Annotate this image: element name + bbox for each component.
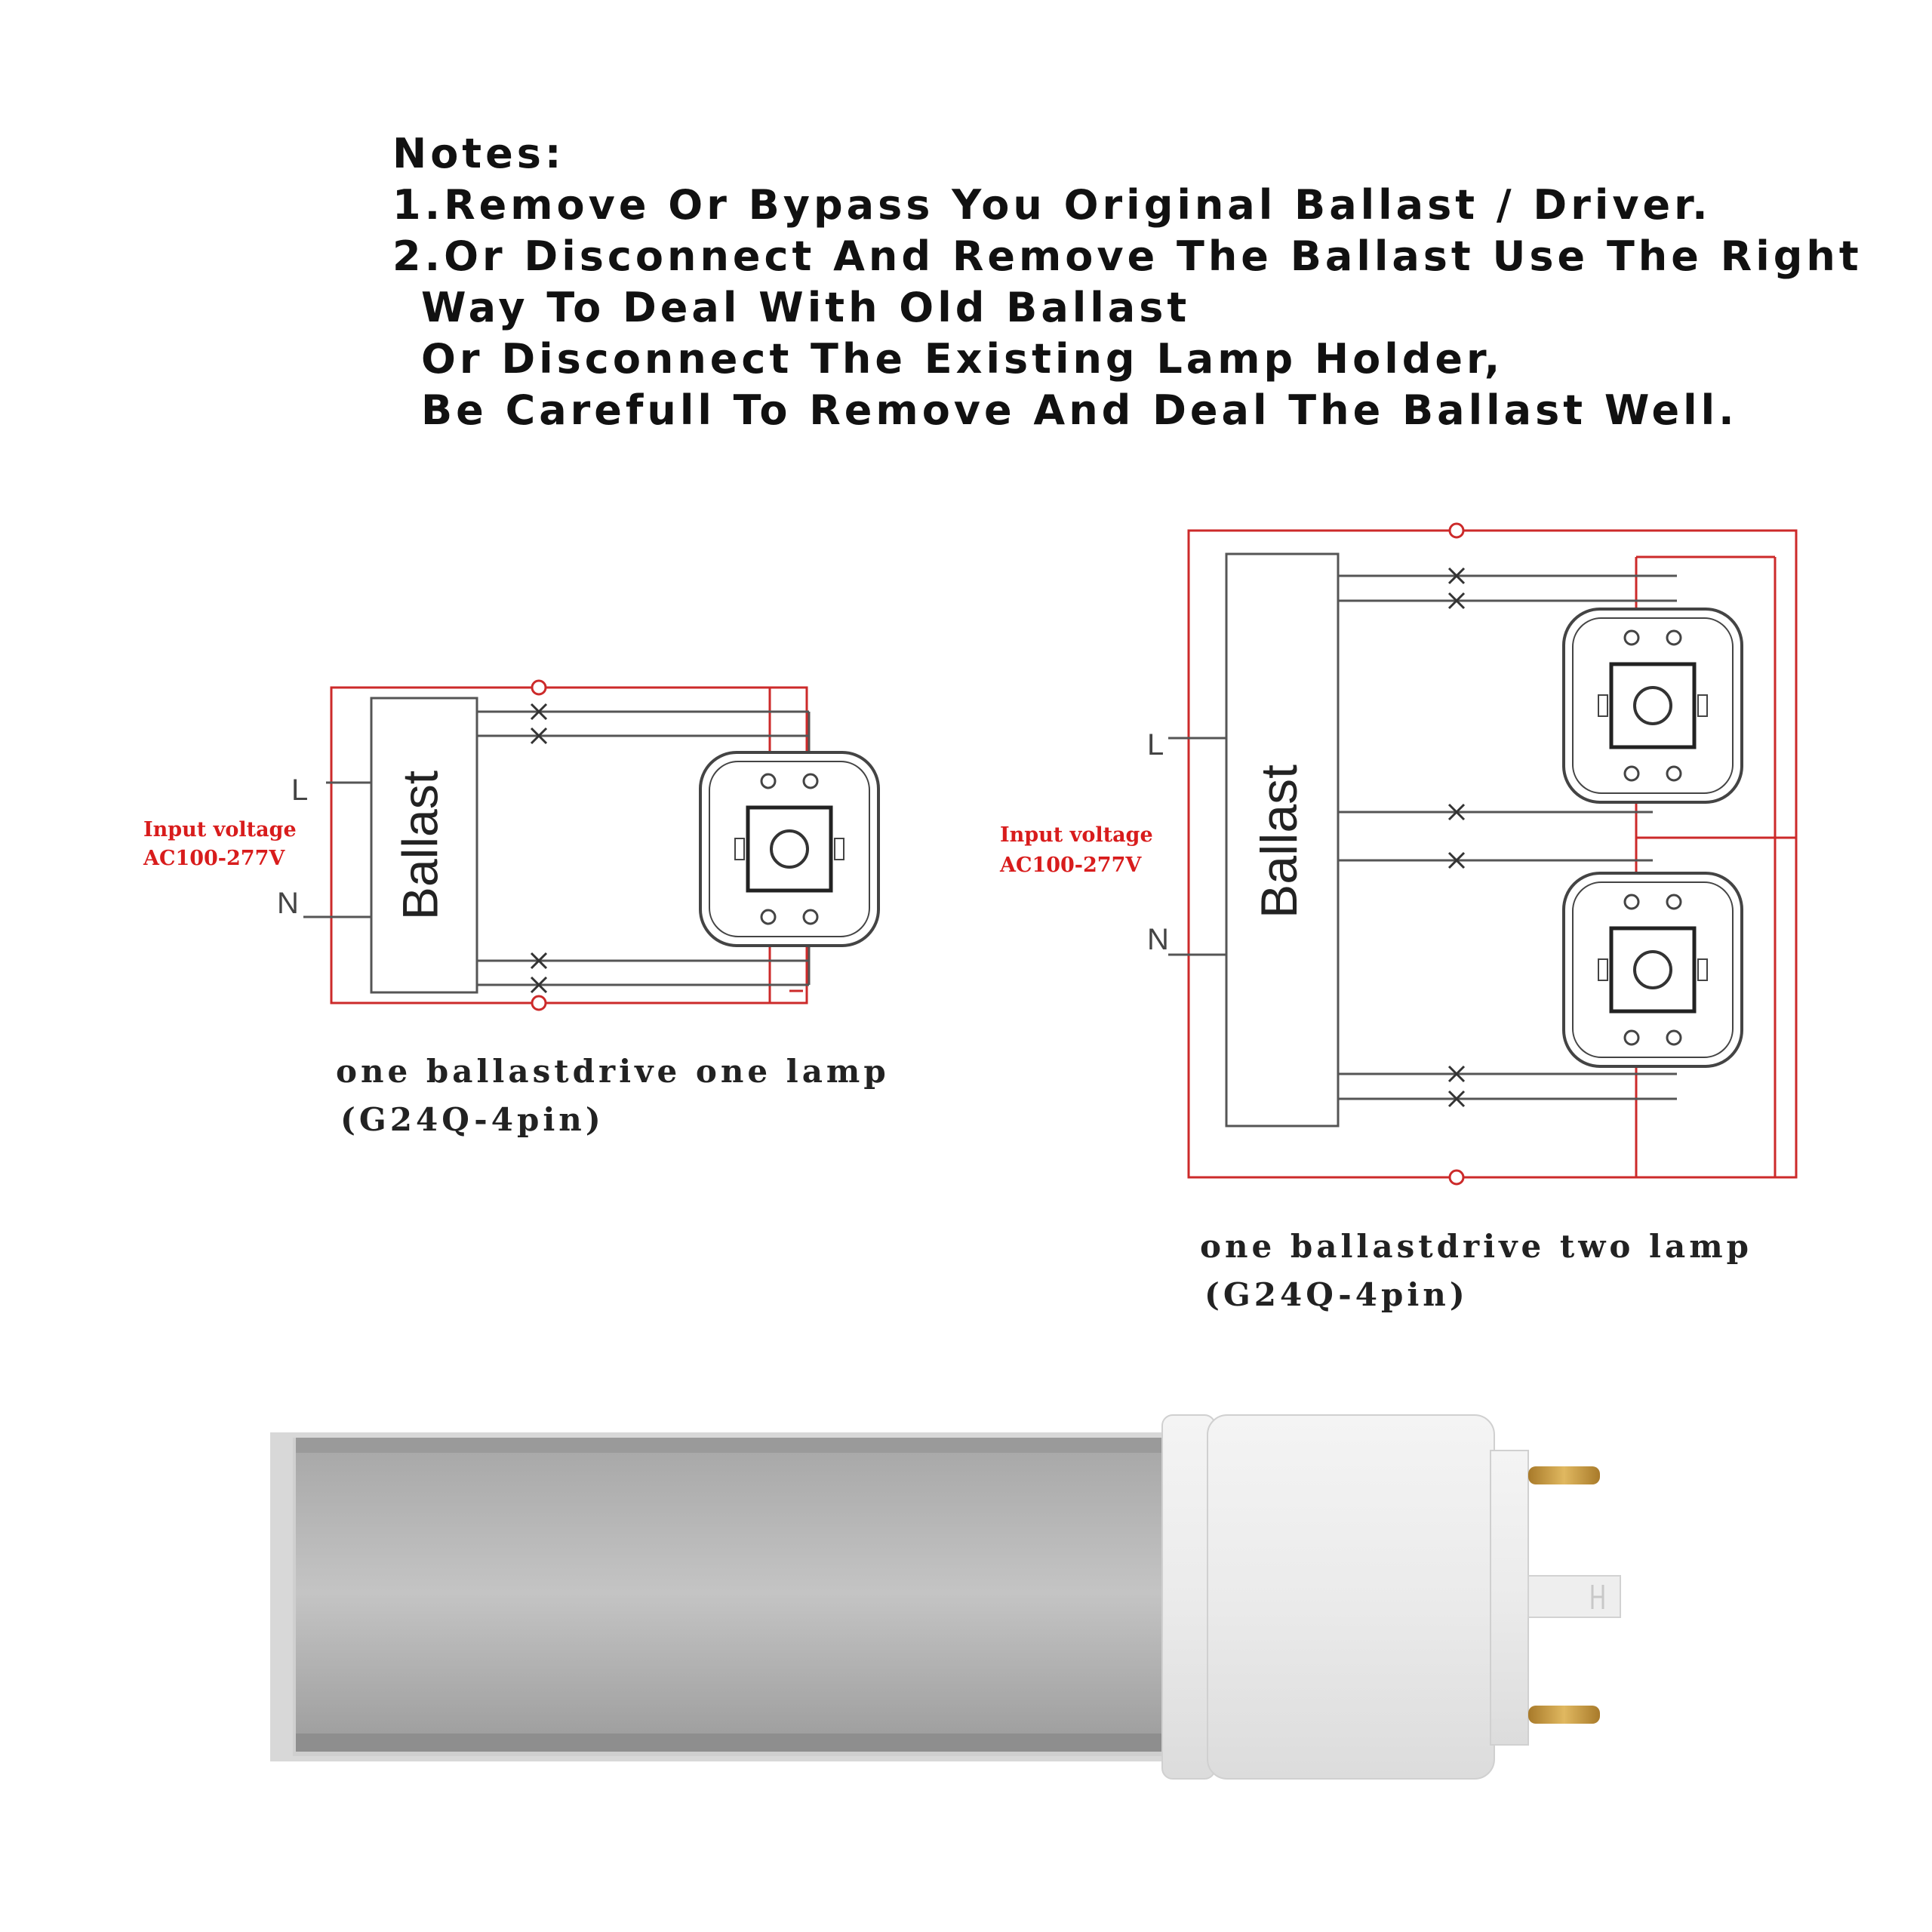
contact-pin [1528, 1466, 1600, 1484]
connection-node [1448, 522, 1465, 539]
one-lamp-caption-title: one ballastdrive one lamp [336, 1053, 890, 1090]
lamp-holder [700, 752, 878, 946]
input-voltage-label: Input voltage [1000, 823, 1153, 847]
note-2-continued-c: Be Carefull To Remove And Deal The Balla… [421, 386, 1738, 434]
one-lamp-wiring-diagram: Ballast L N Input voltage AC100-277V [143, 679, 878, 1011]
notes-heading: Notes: [392, 130, 565, 177]
ballast-label: Ballast [392, 771, 448, 920]
input-voltage-value: AC100-277V [143, 847, 285, 870]
two-lamp-caption-base: (G24Q-4pin) [1204, 1276, 1469, 1313]
ballast-box [1225, 552, 1340, 1128]
two-lamp-caption: one ballastdrive two lamp (G24Q-4pin) [1200, 1223, 1752, 1319]
cut-marks [1447, 567, 1466, 1108]
two-lamp-wiring-diagram: Ballast L N Input voltage AC100-277V [999, 522, 1798, 1186]
one-lamp-caption-base: (G24Q-4pin) [340, 1101, 605, 1138]
live-label: L [291, 774, 308, 807]
note-1: 1.Remove Or Bypass You Original Ballast … [392, 181, 1712, 229]
cut-marks [530, 703, 548, 994]
rewire-loop [1187, 529, 1798, 1179]
ballast-box [370, 697, 478, 994]
two-lamp-caption-title: one ballastdrive two lamp [1200, 1228, 1753, 1265]
input-voltage-label: Input voltage [143, 818, 297, 841]
contact-pin [1528, 1706, 1600, 1724]
lamp-holder-lower [1564, 873, 1742, 1066]
note-2-continued-b: Or Disconnect The Existing Lamp Holder, [421, 335, 1504, 383]
neutral-label: N [277, 887, 299, 920]
frosted-diffuser [296, 1453, 1213, 1734]
ballast-label: Ballast [1251, 764, 1308, 918]
lamp-base [1207, 1414, 1495, 1780]
live-label: L [1147, 728, 1164, 761]
connection-node [531, 995, 547, 1011]
keying-tab [1527, 1575, 1621, 1618]
connection-node [1448, 1169, 1465, 1186]
lamp-holder-upper [1564, 609, 1742, 802]
neutral-label: N [1147, 923, 1169, 956]
one-lamp-caption: one ballastdrive one lamp (G24Q-4pin) [336, 1048, 890, 1144]
installation-notes: Notes: 1.Remove Or Bypass You Original B… [392, 128, 1863, 436]
input-voltage-value: AC100-277V [999, 854, 1142, 877]
note-2-continued-a: Way To Deal With Old Ballast [421, 284, 1191, 331]
note-2: 2.Or Disconnect And Remove The Ballast U… [392, 232, 1863, 280]
connection-node [531, 679, 547, 696]
g24q-led-lamp [270, 1414, 1621, 1780]
